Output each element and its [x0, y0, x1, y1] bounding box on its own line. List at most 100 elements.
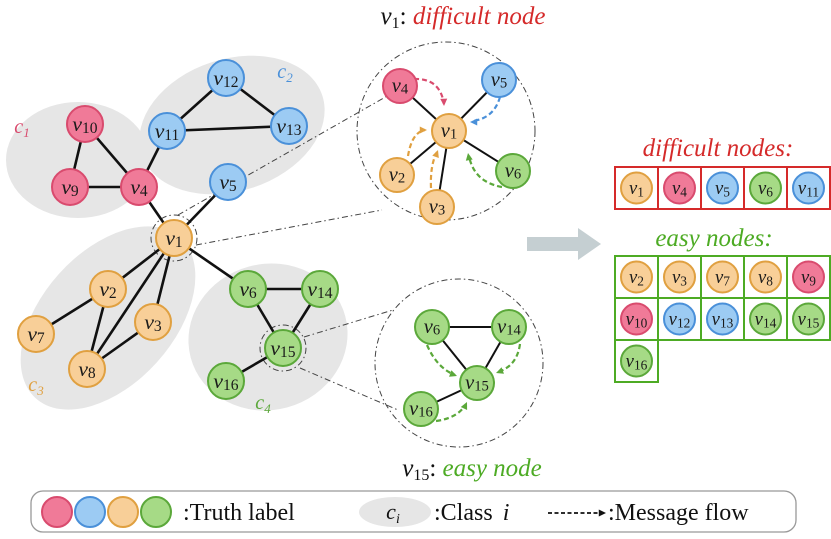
node-circle	[264, 329, 302, 367]
node-label: v3	[672, 267, 687, 288]
zoom-node-v4: v4	[382, 68, 418, 104]
node-label: v1	[629, 178, 644, 199]
node-circle	[17, 315, 55, 353]
message-flow-v5	[472, 96, 502, 123]
leader-line	[195, 209, 383, 246]
difficult-cell-node-v1: v1	[620, 171, 653, 205]
node-circle	[495, 153, 531, 189]
class-label-c1: c1	[14, 116, 29, 140]
easy-cell-node-v3: v3	[663, 260, 696, 294]
graph-node-v10: v10	[66, 105, 104, 143]
graph-node-v15: v15	[264, 329, 302, 367]
graph-node-v3: v3	[134, 303, 172, 341]
arrowhead	[598, 509, 606, 517]
graph-node-v5: v5	[209, 163, 247, 201]
easy-cell-node-v16: v16	[620, 344, 653, 378]
graph-node-v13: v13	[270, 107, 308, 145]
node-label: v8	[78, 357, 96, 381]
node-label: v12	[213, 66, 238, 90]
easy-cell-node-v7: v7	[706, 260, 739, 294]
node-circle	[207, 59, 245, 97]
node-circle	[431, 113, 467, 149]
graph-node-v14: v14	[301, 270, 339, 308]
easy-nodes-title: easy nodes:	[655, 225, 772, 252]
node-circle	[491, 309, 527, 345]
zoom-node-v5: v5	[481, 62, 517, 98]
node-label: v2	[99, 277, 116, 301]
node-circle	[620, 171, 653, 205]
node-circle	[207, 362, 245, 400]
easy-zoom-circle	[374, 278, 544, 448]
node-label: v6	[239, 277, 257, 301]
message-flow-v2	[406, 128, 426, 157]
v1-focus-ring	[150, 214, 198, 262]
legend-class-blob	[359, 497, 431, 527]
node-circle	[706, 171, 739, 205]
easy-cell-node-v15: v15	[792, 302, 825, 336]
easy-cell-node-v8: v8	[749, 260, 782, 294]
graph-node-v4: v4	[120, 168, 158, 206]
easy-cell-node-v12: v12	[663, 302, 696, 336]
node-circle	[120, 168, 158, 206]
message-flow-v4	[413, 77, 446, 105]
node-label: v7	[715, 267, 730, 288]
arrowhead	[496, 367, 504, 374]
node-circle	[382, 68, 418, 104]
difficult-cell-node-v5: v5	[706, 171, 739, 205]
node-circle	[134, 303, 172, 341]
node-label: v10	[626, 309, 648, 330]
node-circle	[792, 260, 825, 294]
node-label: v13	[712, 309, 734, 330]
easy-cell-node-v9: v9	[792, 260, 825, 294]
legend-class-symbol: ci	[386, 499, 400, 527]
node-label: v6	[758, 178, 773, 199]
node-circle	[749, 171, 782, 205]
zoom-node-v15: v15	[459, 365, 495, 401]
node-label: v2	[629, 267, 644, 288]
node-label: v9	[61, 175, 79, 199]
node-label: v15	[798, 309, 820, 330]
node-circle	[792, 302, 825, 336]
graph-edge	[85, 237, 176, 370]
node-label: v15	[270, 336, 295, 360]
node-label: v8	[758, 267, 773, 288]
arrowhead	[449, 370, 457, 377]
node-circle	[481, 62, 517, 98]
graph-node-v6: v6	[229, 270, 267, 308]
node-label: v6	[424, 316, 440, 339]
message-flow-v6	[467, 155, 503, 189]
node-label: v16	[409, 398, 433, 421]
zoom-node-v16: v16	[403, 391, 439, 427]
node-circle	[301, 270, 339, 308]
arrowhead	[465, 153, 473, 161]
node-label: v13	[276, 114, 301, 138]
message-flow-v3	[429, 151, 438, 189]
node-circle	[155, 219, 193, 257]
node-label: v12	[669, 309, 691, 330]
node-circle	[68, 350, 106, 388]
node-label: v14	[755, 309, 777, 330]
difficult-cell-node-v11: v11	[792, 171, 825, 205]
node-label: v2	[389, 164, 405, 187]
zoom-node-v2: v2	[379, 157, 415, 193]
node-circle	[663, 171, 696, 205]
leader-line	[303, 309, 394, 338]
zoom-node-v1: v1	[431, 113, 467, 149]
class-label-c4: c4	[255, 392, 271, 416]
node-label: v5	[715, 178, 730, 199]
node-label: v5	[491, 69, 507, 92]
legend-class-text: :Class i	[434, 500, 509, 526]
node-label: v6	[505, 160, 521, 183]
node-circle	[51, 168, 89, 206]
difficult-cell-node-v6: v6	[749, 171, 782, 205]
node-circle	[663, 302, 696, 336]
node-label: v16	[626, 351, 648, 372]
node-label: v9	[801, 267, 816, 288]
